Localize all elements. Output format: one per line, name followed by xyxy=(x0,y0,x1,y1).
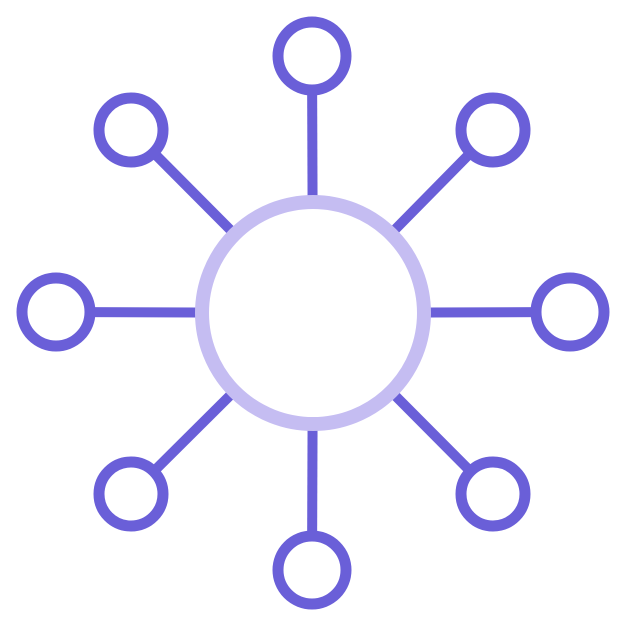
node-top-right xyxy=(455,92,531,168)
nodes xyxy=(16,16,610,610)
node-right xyxy=(530,272,610,352)
node-bottom xyxy=(272,530,352,610)
node-bottom-left xyxy=(93,456,169,532)
spoke-top-left xyxy=(150,149,235,235)
hub-circle xyxy=(195,195,431,431)
spoke-bottom-right xyxy=(391,391,474,475)
node-bottom-right xyxy=(455,456,531,532)
spoke-bottom-left xyxy=(150,391,235,475)
spoke-top-right xyxy=(390,149,475,234)
node-left xyxy=(16,272,96,352)
spokes xyxy=(89,89,537,537)
node-top-left xyxy=(93,92,169,168)
node-top xyxy=(272,16,352,96)
